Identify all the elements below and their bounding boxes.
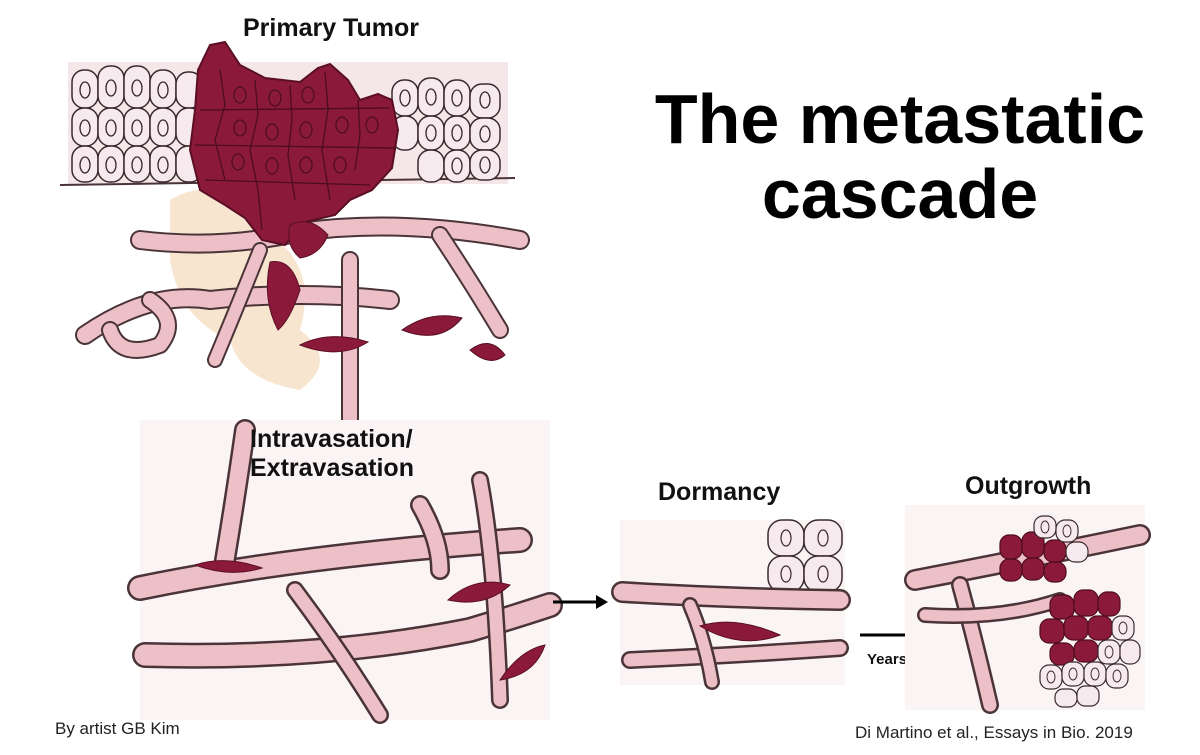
metastatic-colony-top (999, 531, 1067, 583)
niche-cells (767, 519, 843, 593)
intravasation-label-line-1: Intravasation/ (250, 425, 413, 453)
tumor-cell-borders (194, 69, 396, 231)
dormancy-label: Dormancy (658, 478, 781, 506)
intravasation-label: Intravasation/ Extravasation (250, 425, 414, 483)
colony-normal-cells-bottom (1039, 615, 1141, 708)
dormancy-vessels (611, 581, 851, 690)
arrowhead (596, 595, 608, 609)
cell-nuclei-right (399, 88, 491, 175)
metastatic-colony-bottom (1039, 589, 1121, 666)
years-label: Years (867, 651, 908, 668)
outgrowth-vessels (904, 524, 1151, 714)
citation-credit: Di Martino et al., Essays in Bio. 2019 (855, 723, 1133, 742)
dormant-tumor-cell (698, 621, 782, 642)
outgrowth-label: Outgrowth (965, 472, 1092, 500)
niche-nuclei (780, 529, 829, 583)
primary-tumor-mass (188, 40, 400, 247)
normal-cells-right (391, 77, 501, 183)
vessel-network (127, 419, 563, 724)
circulating-tumor-cells (193, 560, 546, 681)
migrating-tumor-cells (266, 221, 506, 361)
cell-nuclei-left (79, 79, 169, 174)
artist-credit: By artist GB Kim (55, 719, 180, 738)
primary-tumor-label: Primary Tumor (243, 14, 419, 42)
colony-nuclei (1040, 520, 1128, 684)
title-line-2: cascade (761, 154, 1039, 233)
colony-normal-cells-top (1033, 515, 1089, 563)
intravasation-label-line-2: Extravasation (250, 453, 414, 482)
title-line-1: The metastatic (654, 80, 1146, 158)
slide-title: The metastatic cascade (600, 82, 1200, 232)
tumor-nuclei (231, 86, 379, 175)
